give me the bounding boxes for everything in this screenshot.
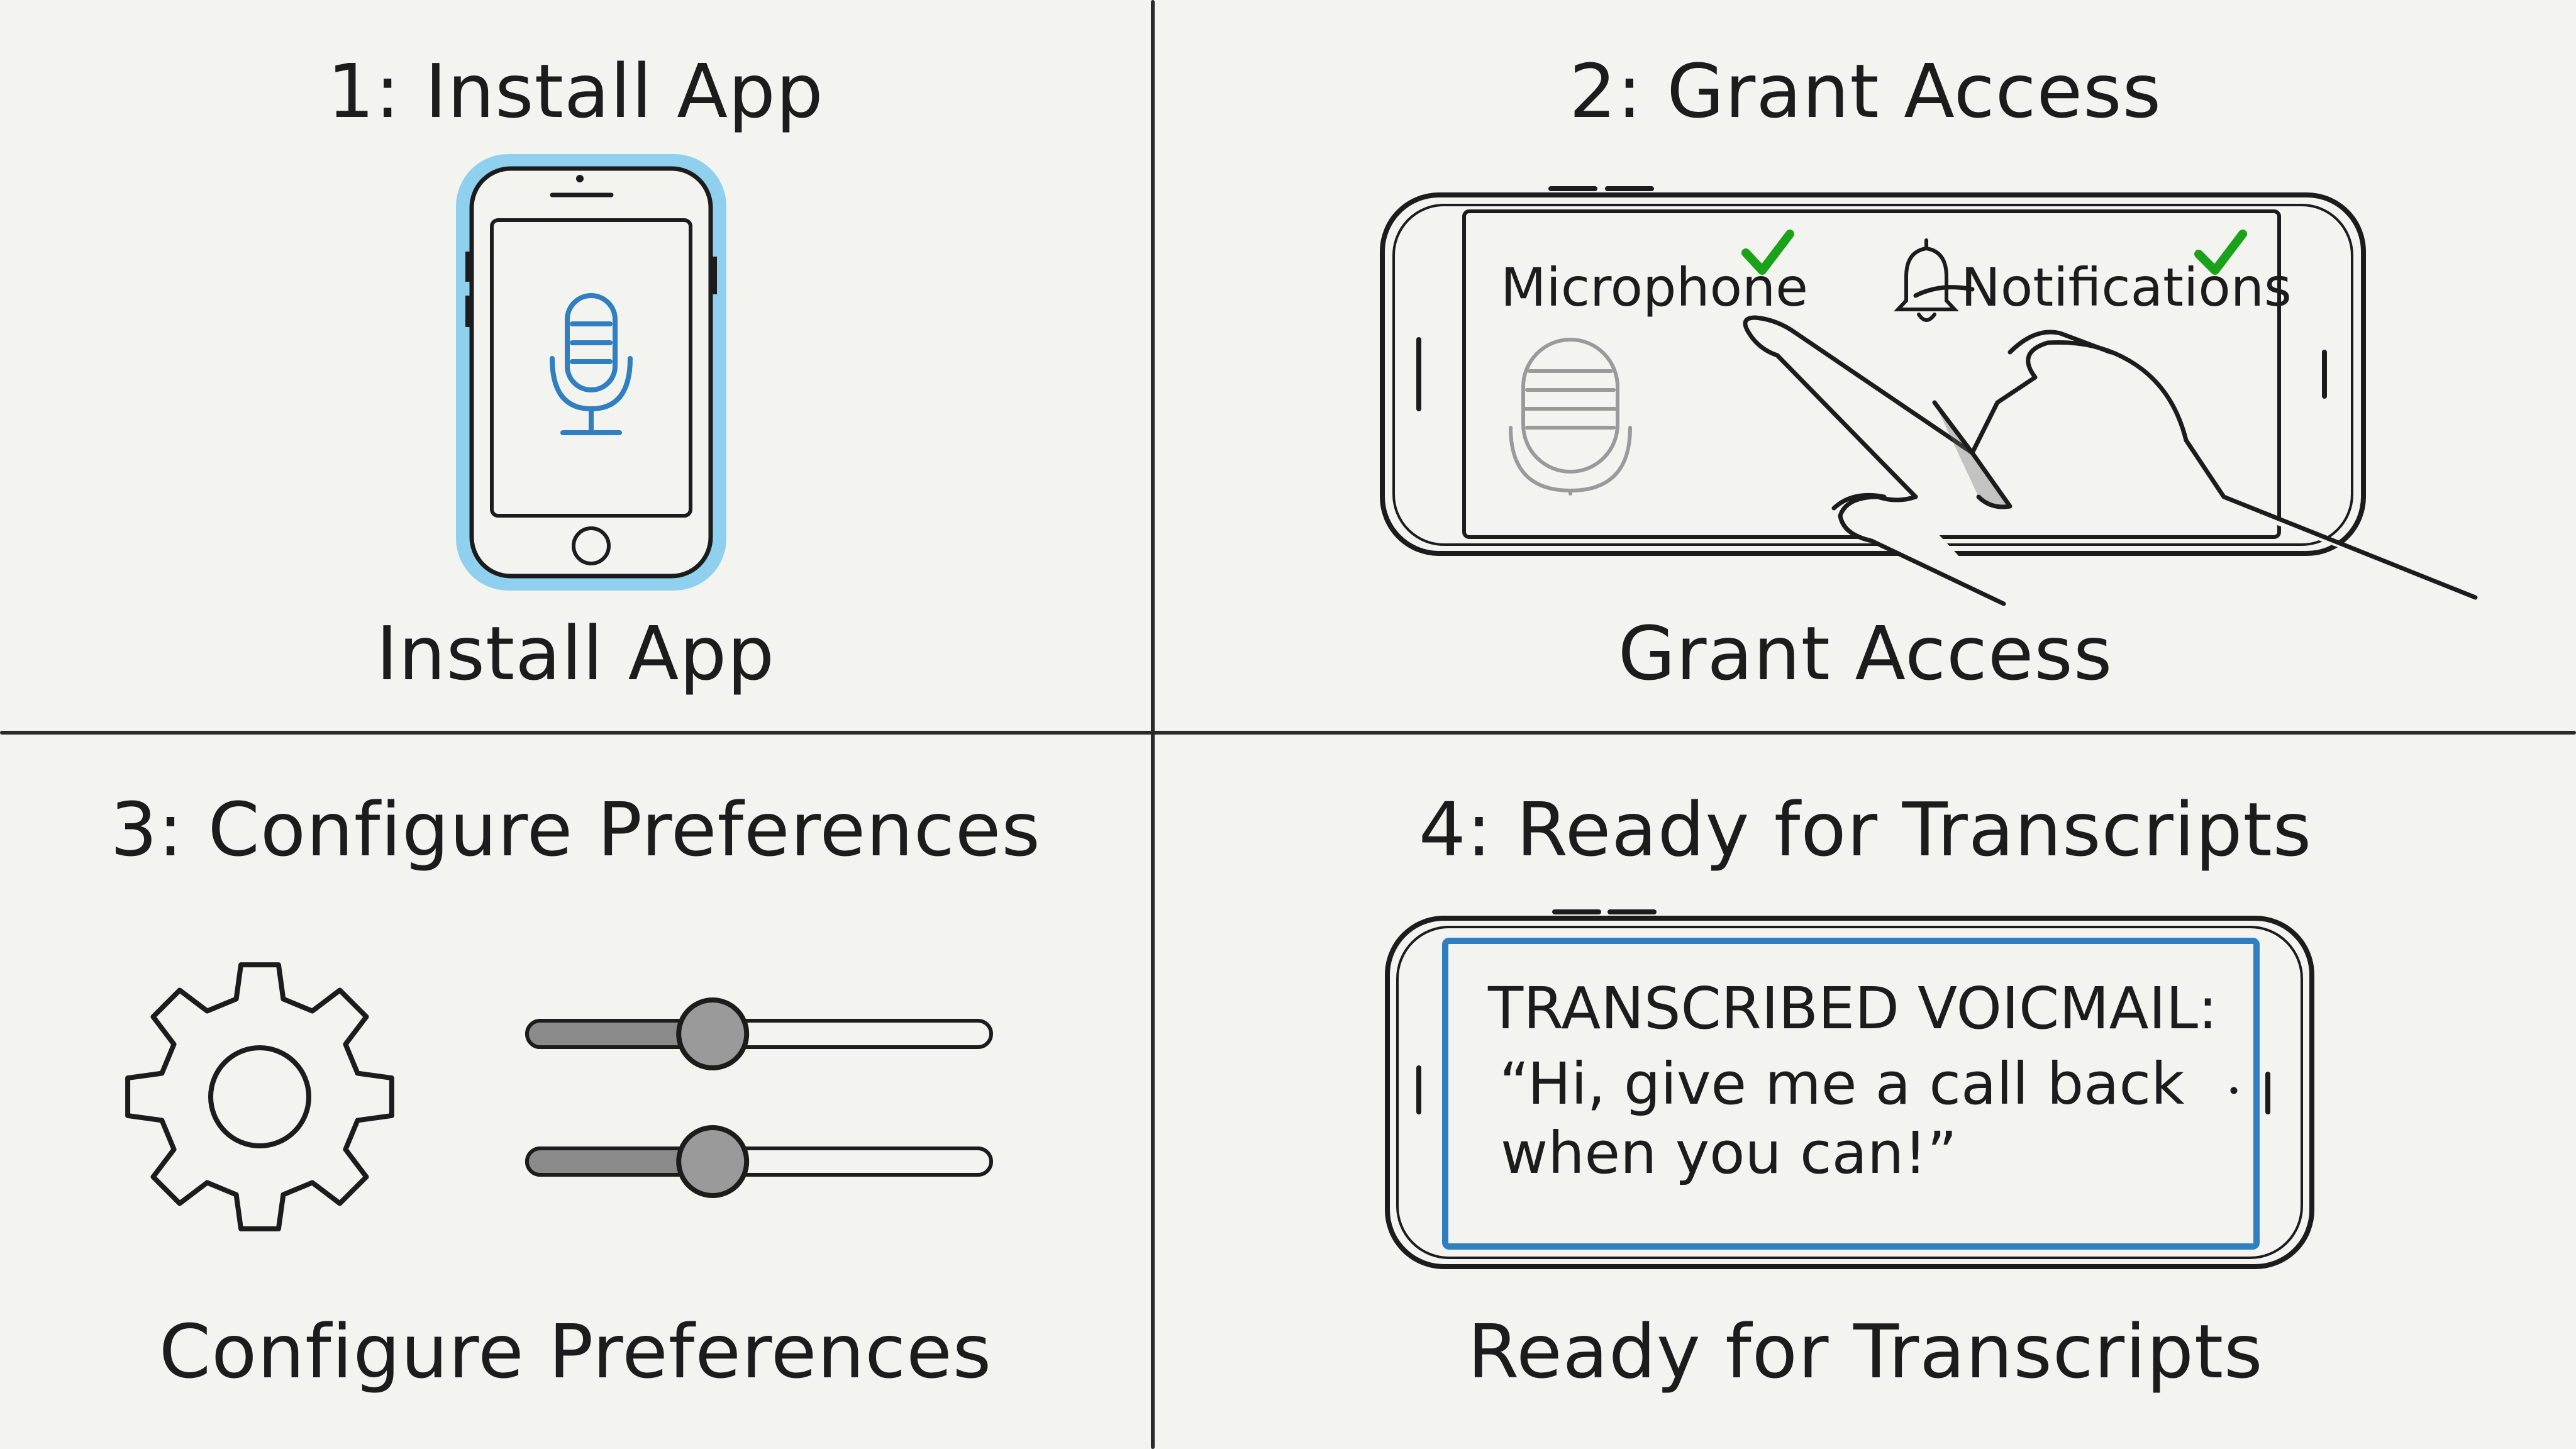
step-1-caption: Install App: [375, 610, 775, 697]
microphone-watermark-icon: [1509, 338, 1632, 496]
preference-slider-2[interactable]: [525, 1125, 993, 1198]
slider-1-knob[interactable]: [676, 997, 750, 1070]
gear-outline: [125, 962, 394, 1231]
horizontal-divider: [0, 731, 2576, 735]
grant-access-illustration: Microphone Notifications: [1380, 186, 2478, 606]
step-2-panel: 2: Grant Access Microphone Notifica: [1155, 0, 2576, 731]
microphone-icon: [550, 293, 633, 435]
ready-illustration: [1385, 909, 2314, 1269]
bell-icon: [1894, 238, 1959, 322]
preference-slider-1[interactable]: [525, 997, 993, 1070]
permission-notifications-label: Notifications: [1961, 257, 2292, 318]
slider-2-knob[interactable]: [676, 1125, 750, 1198]
step-3-panel: 3: Configure Preferences Configure Prefe…: [0, 735, 1151, 1449]
transcript-screen: [1442, 938, 2260, 1250]
landscape-phone: [1385, 909, 2314, 1269]
configure-illustration: [125, 962, 993, 1231]
step-4-caption: Ready for Transcripts: [1467, 1308, 2263, 1395]
gear-icon: [125, 962, 394, 1231]
notifications-check-icon: [2194, 230, 2247, 275]
vertical-divider: [1151, 0, 1155, 1449]
phone-icon: [456, 154, 726, 591]
install-app-illustration: [456, 154, 726, 591]
transcript-line-1: “Hi, give me a call back: [1499, 1050, 2185, 1118]
microphone-check-icon: [1741, 230, 1794, 275]
step-4-title: 4: Ready for Transcripts: [1418, 786, 2312, 873]
gear-hole: [208, 1045, 311, 1148]
transcript-heading: TRANSCRIBED VOICMAIL:: [1488, 975, 2218, 1042]
step-4-panel: 4: Ready for Transcripts TRANSCRIBED VOI…: [1155, 735, 2576, 1449]
step-1-panel: 1: Install App Install App: [0, 0, 1151, 731]
step-3-title: 3: Configure Preferences: [110, 786, 1041, 873]
step-2-caption: Grant Access: [1618, 610, 2113, 697]
step-2-title: 2: Grant Access: [1568, 48, 2162, 135]
step-3-caption: Configure Preferences: [158, 1308, 992, 1395]
pointing-hand-icon: [1743, 285, 2478, 606]
step-1-title: 1: Install App: [327, 48, 824, 135]
transcript-line-2: when you can!”: [1501, 1119, 1957, 1187]
